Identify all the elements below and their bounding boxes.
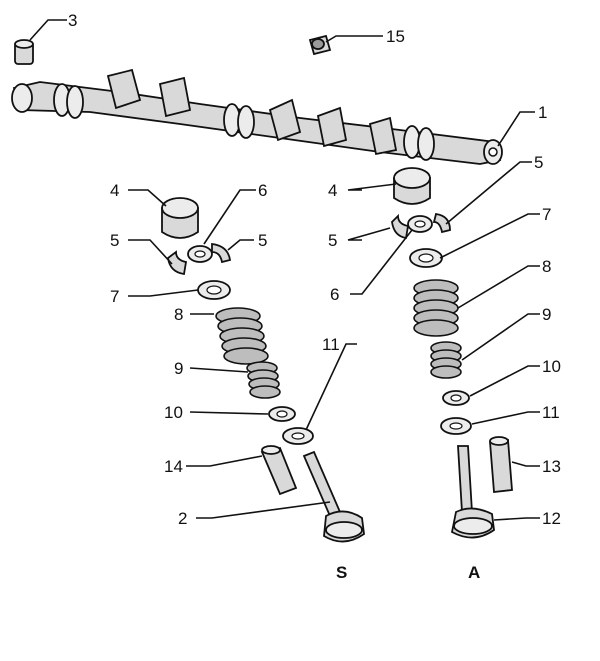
callout-labels: 3 15 1 4 6 4 5 5 5 5 7 7 6 8 8 9 9 11 10… [68, 11, 561, 582]
callout-5-left-2: 5 [258, 231, 267, 250]
valve-retainer-right [407, 215, 433, 233]
callout-7-left: 7 [110, 287, 119, 306]
inner-spring-left [246, 361, 281, 399]
bearing-sleeve-3 [14, 39, 34, 65]
callout-8-left: 8 [174, 305, 183, 324]
spring-seat-right [409, 248, 443, 268]
intake-valve [450, 445, 495, 539]
washer-11-left [282, 427, 314, 445]
callout-10-left: 10 [164, 403, 183, 422]
callout-14: 14 [164, 457, 183, 476]
callout-5-left: 5 [110, 231, 119, 250]
tappet-left [161, 197, 199, 239]
valve-guide-right [489, 436, 513, 493]
callout-2: 2 [178, 509, 187, 528]
outer-spring-left [215, 307, 269, 365]
washer-11-right [440, 417, 472, 435]
plug-15 [308, 34, 332, 56]
callout-12: 12 [542, 509, 561, 528]
callout-13: 13 [542, 457, 561, 476]
leader-lines [29, 19, 540, 521]
valve-guide-left [260, 445, 298, 496]
outer-spring-right [413, 279, 459, 337]
valve-retainer-left [187, 245, 213, 263]
washer-10-left [268, 406, 296, 422]
exhaust-valve [302, 450, 365, 543]
callout-7-right: 7 [542, 205, 551, 224]
inner-spring-right [430, 341, 462, 379]
exhaust-side-label: S [336, 563, 347, 582]
callout-10-right: 10 [542, 357, 561, 376]
spring-seat-left [197, 280, 231, 300]
collet-halves-left [167, 242, 232, 276]
callout-9-right: 9 [542, 305, 551, 324]
callout-15: 15 [386, 27, 405, 46]
intake-side-label: A [468, 563, 480, 582]
callout-4-right: 4 [328, 181, 337, 200]
callout-6-right: 6 [330, 285, 339, 304]
callout-11-left: 11 [322, 335, 340, 354]
tappet-right [393, 167, 431, 205]
callout-11-right: 11 [542, 403, 560, 422]
callout-6-left: 6 [258, 181, 267, 200]
callout-9-left: 9 [174, 359, 183, 378]
callout-5-right-upper: 5 [534, 153, 543, 172]
camshaft [11, 68, 503, 165]
callout-5-right: 5 [328, 231, 337, 250]
callout-1: 1 [538, 103, 547, 122]
callout-8-right: 8 [542, 257, 551, 276]
callout-3: 3 [68, 11, 77, 30]
callout-4-left: 4 [110, 181, 119, 200]
washer-10-right [442, 390, 470, 406]
